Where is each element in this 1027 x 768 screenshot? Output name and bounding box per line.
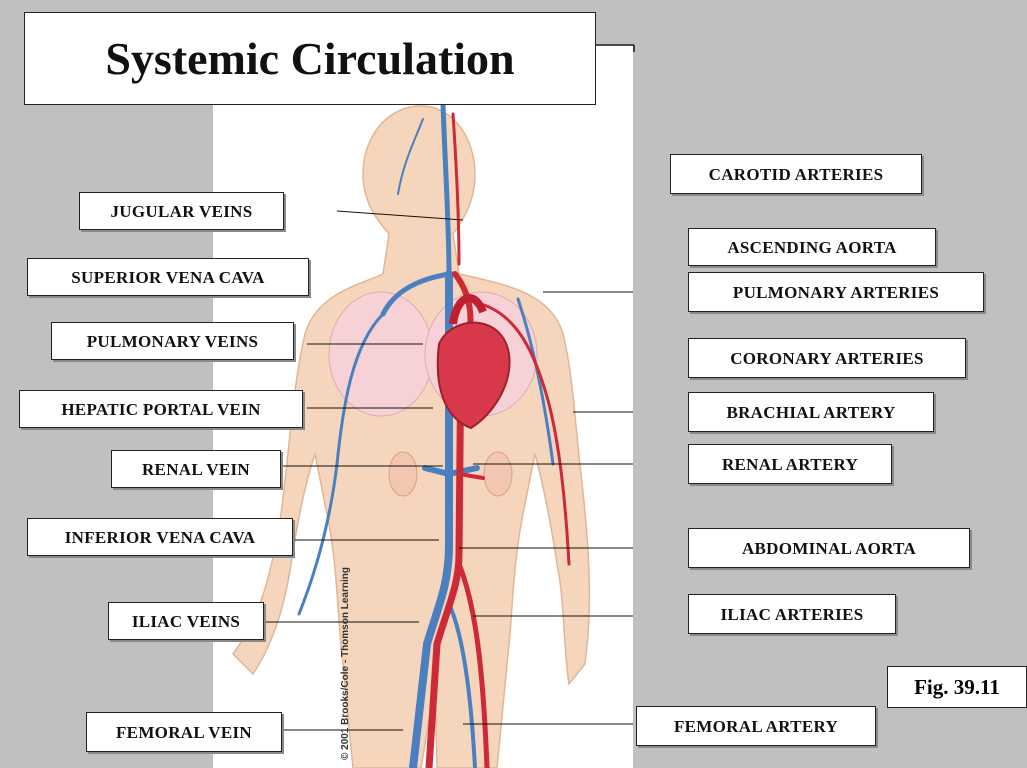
image-credit: © 2001 Brooks/Cole - Thomson Learning <box>340 567 351 760</box>
left-lung <box>329 292 433 416</box>
label-femoral-vein: FEMORAL VEIN <box>86 712 282 752</box>
right-kidney <box>484 452 512 496</box>
label-hepatic-portal-vein: HEPATIC PORTAL VEIN <box>19 390 303 428</box>
label-pulmonary-veins: PULMONARY VEINS <box>51 322 294 360</box>
title-box: Systemic Circulation <box>24 12 596 105</box>
label-superior-vena-cava: SUPERIOR VENA CAVA <box>27 258 309 296</box>
left-kidney <box>389 452 417 496</box>
figure-number: Fig. 39.11 <box>887 666 1027 708</box>
label-coronary-arteries: CORONARY ARTERIES <box>688 338 966 378</box>
label-inferior-vena-cava: INFERIOR VENA CAVA <box>27 518 293 556</box>
label-renal-artery: RENAL ARTERY <box>688 444 892 484</box>
title-connector <box>596 40 636 52</box>
label-femoral-artery: FEMORAL ARTERY <box>636 706 876 746</box>
label-brachial-artery: BRACHIAL ARTERY <box>688 392 934 432</box>
label-iliac-veins: ILIAC VEINS <box>108 602 264 640</box>
label-ascending-aorta: ASCENDING AORTA <box>688 228 936 266</box>
label-renal-vein: RENAL VEIN <box>111 450 281 488</box>
label-pulmonary-arteries: PULMONARY ARTERIES <box>688 272 984 312</box>
label-jugular-veins: JUGULAR VEINS <box>79 192 284 230</box>
label-iliac-arteries: ILIAC ARTERIES <box>688 594 896 634</box>
label-carotid-arteries: CAROTID ARTERIES <box>670 154 922 194</box>
page-title: Systemic Circulation <box>105 32 514 85</box>
label-abdominal-aorta: ABDOMINAL AORTA <box>688 528 970 568</box>
body-silhouette <box>233 106 589 768</box>
